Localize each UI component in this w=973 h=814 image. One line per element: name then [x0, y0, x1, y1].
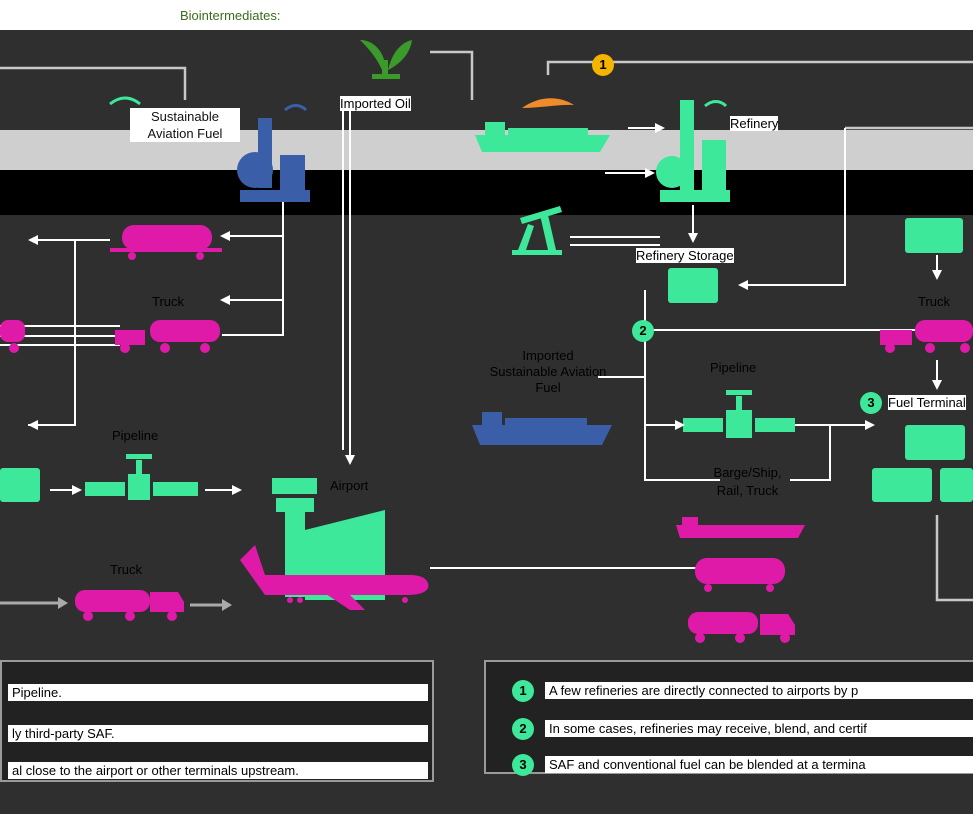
refinery-icon [656, 100, 730, 202]
top-note: Biointermediates: [180, 8, 281, 23]
imported-oil-label: Imported Oil [340, 96, 411, 111]
connector-line [546, 60, 973, 75]
refinery-label: Refinery [730, 116, 779, 131]
pipeline-left-label: Pipeline [112, 428, 159, 443]
legend-right-line: SAF and conventional fuel can be blended… [545, 756, 973, 773]
domestic-oil-label: Domestic Oil [498, 188, 572, 203]
legend-left-line: al close to the airport or other termina… [8, 762, 428, 779]
truck-icon-bottom [75, 590, 184, 621]
connector-line [644, 290, 720, 481]
legend-left [0, 660, 434, 782]
truck-icon-barge [688, 612, 795, 643]
oil-tanker-icon [475, 122, 610, 152]
barge-label: Barge/Ship, Rail, Truck [713, 465, 782, 498]
connector-line [222, 200, 284, 336]
pipeline-icon-right [683, 390, 795, 438]
fuel-terminal-tank-icon [905, 425, 965, 460]
flame-icon [522, 98, 574, 108]
pipeline-right-label: Pipeline [710, 360, 757, 375]
connector-line [430, 50, 474, 100]
fuel-terminal-tank-icon [872, 468, 932, 502]
rail-label: Rail [155, 196, 178, 211]
storage-tank-icon [668, 268, 718, 303]
legend-left-line: Pipeline. [8, 684, 428, 701]
legend-right-line: In some cases, refineries may receive, b… [545, 720, 973, 737]
truck-right-label: Truck [918, 294, 951, 309]
legend-badge-3: 3 [512, 754, 534, 776]
transmodal-label: Transmodal Facility [892, 173, 961, 206]
pipeline-icon-left [85, 454, 198, 500]
truck-top-label: Truck [152, 294, 185, 309]
refinery-storage-label: Refinery Storage [636, 248, 734, 263]
legend-badge-2: 2 [512, 718, 534, 740]
transmodal-tank-icon [905, 218, 963, 253]
truck-bottom-label: Truck [110, 562, 143, 577]
legend-badge-1: 1 [512, 680, 534, 702]
step-badge-2: 2 [632, 320, 654, 342]
legend-left-line: ly third-party SAF. [8, 725, 428, 742]
truck-icon-left-edge [0, 320, 25, 353]
barge-icon [676, 517, 805, 538]
rail-car-icon [110, 225, 222, 260]
connector-line [790, 424, 831, 481]
wave-icon [109, 96, 141, 106]
saf-label: Sustainable Aviation Fuel [130, 108, 240, 142]
connector-line [740, 128, 846, 286]
step-badge-3: 3 [860, 392, 882, 414]
terminal-tank-left-icon [0, 468, 40, 502]
imported-saf-label: Imported Sustainable Aviation Fuel [489, 348, 607, 395]
truck-icon-top [115, 320, 220, 353]
plant-icon [360, 40, 412, 79]
legend-right [484, 660, 973, 774]
step-badge-1: 1 [592, 54, 614, 76]
connector-line [935, 515, 973, 602]
fuel-terminal-tank-icon [940, 468, 973, 502]
connector-line [28, 240, 76, 426]
rail-car-icon-right [695, 558, 785, 592]
saf-tanker-icon [472, 412, 612, 445]
saf-refinery-icon [237, 104, 310, 202]
top-band [0, 0, 973, 30]
pump-jack-icon [512, 206, 562, 255]
dark-band [0, 170, 973, 215]
airport-label: Airport [330, 478, 369, 493]
airplane-icon [240, 545, 429, 610]
truck-icon-right [880, 320, 973, 353]
legend-right-line: A few refineries are directly connected … [545, 682, 973, 699]
connector-line [0, 66, 187, 100]
fuel-terminal-label: Fuel Terminal [888, 395, 966, 410]
